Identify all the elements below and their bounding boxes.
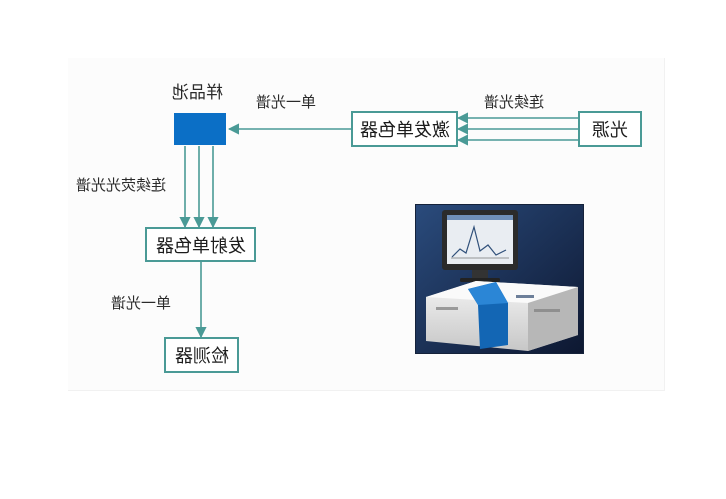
- label-continuous-fluorescence: 连续荧光光谱: [76, 176, 167, 194]
- sample-cell-block: [174, 113, 226, 145]
- excitation-monochromator-label: 激发单色器: [359, 120, 450, 141]
- detector-label: 检测器: [174, 346, 229, 367]
- instrument-photo: [415, 204, 584, 354]
- monitor-icon: [442, 210, 518, 282]
- label-single-spectrum-top: 单一光谱: [256, 93, 317, 111]
- spectrophotometer-illustration: [416, 205, 583, 353]
- detector-box: 检测器: [164, 337, 239, 373]
- label-single-spectrum-bottom: 单一光谱: [111, 294, 172, 312]
- spectrometer-body-icon: [426, 281, 578, 351]
- light-source-label: 光源: [592, 120, 628, 141]
- emission-monochromator-box: 发射单色器: [145, 227, 256, 262]
- light-source-box: 光源: [578, 111, 642, 147]
- label-continuous-spectrum: 连续光谱: [484, 93, 545, 111]
- emission-monochromator-label: 发射单色器: [155, 235, 246, 257]
- excitation-monochromator-box: 激发单色器: [351, 111, 458, 147]
- sample-cell-title: 样品池: [172, 83, 223, 103]
